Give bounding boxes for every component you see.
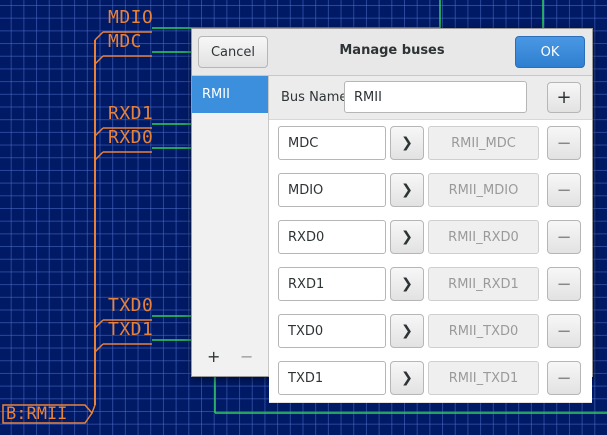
member-name-input[interactable]: TXD1	[278, 361, 386, 395]
sidebar-item-label: RMII	[202, 87, 230, 102]
bus-entry-rxd1	[94, 127, 104, 137]
map-arrow-button[interactable]: ❯	[390, 126, 424, 160]
map-arrow-button[interactable]: ❯	[390, 314, 424, 348]
remove-member-button[interactable]: −	[547, 361, 581, 395]
dialog-title: Manage buses	[339, 43, 445, 58]
ok-button[interactable]: OK	[515, 36, 585, 68]
member-row: TXD0 ❯ RMII_TXD0 −	[269, 308, 592, 356]
bus-entry-txd1	[94, 343, 104, 353]
net-label-rxd0[interactable]: RXD0	[108, 127, 154, 148]
remove-member-button[interactable]: −	[547, 220, 581, 254]
sidebar-item-rmii[interactable]: RMII	[192, 76, 268, 113]
net-label-txd0[interactable]: TXD0	[108, 295, 154, 316]
member-target-field: RMII_TXD0	[428, 314, 539, 348]
remove-member-button[interactable]: −	[547, 173, 581, 207]
bus-name-row: Bus Name RMII +	[269, 76, 592, 120]
add-member-button[interactable]: +	[547, 82, 581, 113]
member-name-input[interactable]: RXD0	[278, 220, 386, 254]
net-label-txd1[interactable]: TXD1	[108, 319, 154, 340]
map-arrow-button[interactable]: ❯	[390, 173, 424, 207]
member-target-field: RMII_TXD1	[428, 361, 539, 395]
member-target-field: RMII_MDIO	[428, 173, 539, 207]
manage-buses-dialog: Cancel Manage buses OK RMII + − Bus Name…	[191, 28, 593, 403]
member-row: MDIO ❯ RMII_MDIO −	[269, 167, 592, 215]
bus-entry-mdio	[94, 31, 104, 41]
bus-name-label: Bus Name	[281, 90, 348, 105]
member-name-input[interactable]: TXD0	[278, 314, 386, 348]
member-row: MDC ❯ RMII_MDC −	[269, 120, 592, 168]
bus-label-connector	[91, 404, 96, 414]
dialog-headerbar: Cancel Manage buses OK	[192, 29, 592, 76]
member-row: RXD1 ❯ RMII_RXD1 −	[269, 261, 592, 309]
member-name-input[interactable]: RXD1	[278, 267, 386, 301]
bus-list-sidebar: RMII + −	[192, 76, 269, 376]
add-bus-button[interactable]: +	[207, 347, 221, 366]
bus-label-flag[interactable]	[2, 404, 93, 424]
member-target-field: RMII_RXD1	[428, 267, 539, 301]
member-target-field: RMII_RXD0	[428, 220, 539, 254]
member-target-field: RMII_MDC	[428, 126, 539, 160]
remove-member-button[interactable]: −	[547, 314, 581, 348]
member-row: RXD0 ❯ RMII_RXD0 −	[269, 214, 592, 262]
member-name-input[interactable]: MDC	[278, 126, 386, 160]
remove-bus-button[interactable]: −	[240, 347, 254, 366]
cancel-button[interactable]: Cancel	[198, 36, 268, 68]
bus-entry-mdc	[94, 55, 104, 65]
remove-member-button[interactable]: −	[547, 267, 581, 301]
map-arrow-button[interactable]: ❯	[390, 361, 424, 395]
bus-name-input[interactable]: RMII	[344, 81, 527, 113]
net-label-mdio[interactable]: MDIO	[108, 7, 154, 28]
member-row: TXD1 ❯ RMII_TXD1 −	[269, 355, 592, 403]
map-arrow-button[interactable]: ❯	[390, 267, 424, 301]
remove-member-button[interactable]: −	[547, 126, 581, 160]
bus-entry-rxd0	[94, 151, 104, 161]
map-arrow-button[interactable]: ❯	[390, 220, 424, 254]
net-label-mdc[interactable]: MDC	[108, 31, 143, 52]
bus-entry-txd0	[94, 319, 104, 329]
bus-editor: Bus Name RMII + MDC ❯ RMII_MDC − MDIO ❯ …	[269, 76, 592, 403]
bus-label[interactable]: B:RMII	[6, 404, 68, 424]
member-name-input[interactable]: MDIO	[278, 173, 386, 207]
net-label-rxd1[interactable]: RXD1	[108, 103, 154, 124]
